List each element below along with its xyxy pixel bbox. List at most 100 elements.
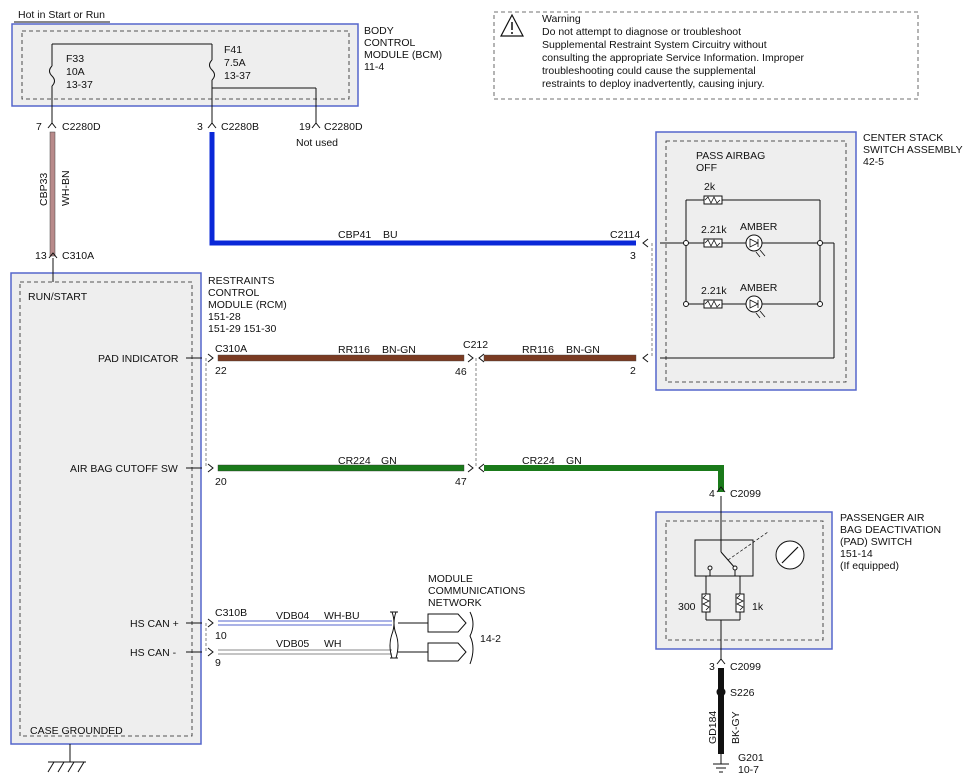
pin-label: 3 xyxy=(630,250,636,262)
wire-cbp33 xyxy=(49,131,56,257)
resistor-icon xyxy=(735,593,745,613)
wire-gd184 xyxy=(718,668,724,754)
svg-text:MODULE (BCM): MODULE (BCM) xyxy=(364,49,442,61)
chassis-ground-icon xyxy=(47,744,86,773)
svg-text:MODULE: MODULE xyxy=(428,573,473,585)
wire-cbp41 xyxy=(209,132,636,246)
center-stack-module-box xyxy=(655,131,857,391)
connector-chevron-icon xyxy=(642,238,649,248)
fuse-f33-label: F33 10A 13-37 xyxy=(66,53,93,91)
case-grounded-label: CASE GROUNDED xyxy=(30,725,123,737)
svg-text:CONTROL: CONTROL xyxy=(208,287,259,299)
connector-chevron-icon xyxy=(207,463,214,473)
resistor-icon xyxy=(703,299,723,309)
wire-rr116-b-circuit: RR116 xyxy=(522,344,554,356)
network-title: MODULE COMMUNICATIONS NETWORK xyxy=(428,573,525,609)
pin-label: 3 xyxy=(709,661,715,673)
wire-cr224-b-circuit: CR224 xyxy=(522,455,555,467)
svg-text:Warning: Warning xyxy=(542,13,581,25)
pin-label: 9 xyxy=(215,657,221,669)
hs-can-plus-label: HS CAN + xyxy=(130,618,179,630)
svg-text:COMMUNICATIONS: COMMUNICATIONS xyxy=(428,585,525,597)
lamp-label: AMBER xyxy=(740,221,778,233)
resistor-icon xyxy=(703,238,723,248)
svg-text:BAG DEACTIVATION: BAG DEACTIVATION xyxy=(840,524,941,536)
wire-rr116-a-color: BN-GN xyxy=(382,344,416,356)
wire-rr116-b xyxy=(483,354,637,362)
svg-text:13-37: 13-37 xyxy=(224,70,251,82)
wire-rr116-b-color: BN-GN xyxy=(566,344,600,356)
resistor-label: 300 xyxy=(678,601,696,613)
svg-text:151-14: 151-14 xyxy=(840,548,873,560)
wire-cbp41-circuit: CBP41 xyxy=(338,229,371,241)
connector-chevron-icon xyxy=(642,353,649,363)
svg-text:F33: F33 xyxy=(66,53,84,65)
svg-text:BODY: BODY xyxy=(364,25,394,37)
warning-box xyxy=(493,11,919,100)
connector-label: C2280D xyxy=(62,121,101,133)
pin-label: 22 xyxy=(215,365,227,377)
network-ref: 14-2 xyxy=(480,633,501,645)
wire-vdb04-color: WH-BU xyxy=(324,610,360,622)
pin-label: 13 xyxy=(35,250,47,262)
svg-text:151-29 151-30: 151-29 151-30 xyxy=(208,323,276,335)
connector-chevron-icon xyxy=(467,353,474,363)
svg-text:SWITCH ASSEMBLY: SWITCH ASSEMBLY xyxy=(863,144,963,156)
connector-chevron-icon xyxy=(207,647,214,657)
run-start-label: RUN/START xyxy=(28,291,88,303)
hs-can-minus-label: HS CAN - xyxy=(130,647,177,659)
pin-label: 10 xyxy=(215,630,227,642)
svg-text:RESTRAINTS: RESTRAINTS xyxy=(208,275,275,287)
svg-text:PASSENGER AIR: PASSENGER AIR xyxy=(840,512,925,524)
not-used-label: Not used xyxy=(296,137,338,149)
svg-text:CENTER STACK: CENTER STACK xyxy=(863,132,943,144)
rcm-module-box xyxy=(10,272,202,745)
resistor-label: 2.21k xyxy=(701,224,727,236)
connector-label: C310A xyxy=(215,343,247,355)
rcm-title: RESTRAINTS CONTROL MODULE (RCM) 151-28 1… xyxy=(208,275,287,335)
network-connector-icon xyxy=(427,642,467,662)
connector-label: C2280B xyxy=(221,121,259,133)
pin-label: 20 xyxy=(215,476,227,488)
resistor-icon xyxy=(703,195,723,205)
svg-text:7.5A: 7.5A xyxy=(224,57,246,69)
wire-rr116-a xyxy=(217,354,465,362)
pass-airbag-off-label: PASS AIRBAG OFF xyxy=(696,150,765,174)
fuse-f41-label: F41 7.5A 13-37 xyxy=(224,44,251,82)
amber-lamp-icon xyxy=(745,295,766,319)
wire-rr116-a-circuit: RR116 xyxy=(338,344,370,356)
svg-text:OFF: OFF xyxy=(696,162,717,174)
bcm-title: BODY CONTROL MODULE (BCM) 11-4 xyxy=(364,25,442,73)
pin-label: 47 xyxy=(455,476,467,488)
wire-vdb05-color: WH xyxy=(324,638,342,650)
bcm-inner-box xyxy=(21,30,350,100)
pad-switch-module-box xyxy=(655,511,833,650)
pin-label: 7 xyxy=(36,121,42,133)
wire-cr224-a-circuit: CR224 xyxy=(338,455,371,467)
rcm-inner-box xyxy=(19,281,193,737)
connector-label: C2099 xyxy=(730,488,761,500)
wire-vdb05-circuit: VDB05 xyxy=(276,638,309,650)
hot-in-label: Hot in Start or Run xyxy=(18,9,105,21)
ground-icon xyxy=(713,754,729,773)
connector-label: C2280D xyxy=(324,121,363,133)
connector-chevron-icon xyxy=(207,353,214,363)
connector-label: C310A xyxy=(62,250,94,262)
resistor-label: 1k xyxy=(752,601,764,613)
svg-text:10A: 10A xyxy=(66,66,85,78)
connector-chevron-icon xyxy=(47,122,57,129)
wire-cr224-a xyxy=(217,464,465,472)
resistor-icon xyxy=(701,593,711,613)
twisted-pair-icon xyxy=(389,611,399,659)
svg-text:42-5: 42-5 xyxy=(863,156,884,168)
wire-cr224-a-color: GN xyxy=(381,455,397,467)
key-switch-icon xyxy=(775,540,805,570)
svg-text:MODULE (RCM): MODULE (RCM) xyxy=(208,299,287,311)
connector-chevron-icon xyxy=(478,353,485,363)
svg-text:(PAD) SWITCH: (PAD) SWITCH xyxy=(840,536,912,548)
pin-label: 3 xyxy=(197,121,203,133)
airbag-cutoff-label: AIR BAG CUTOFF SW xyxy=(70,463,178,475)
network-connector-icon xyxy=(427,613,467,633)
center-stack-inner-box xyxy=(665,140,847,383)
